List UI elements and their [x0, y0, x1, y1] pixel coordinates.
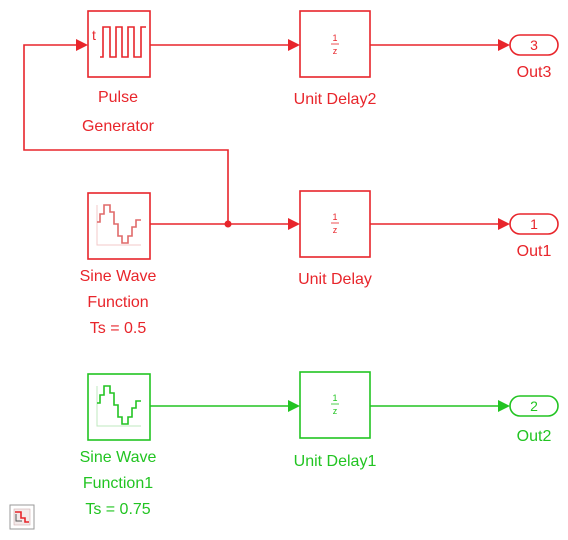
unit-delay1-box[interactable]	[299, 371, 371, 439]
unit-delay-label: Unit Delay	[298, 271, 372, 288]
sine-wave-function1-block[interactable]: Sine Wave Function1 Ts = 0.75	[80, 373, 157, 518]
arrowheads-red	[76, 39, 510, 230]
pulse-generator-block[interactable]: t Pulse Generator	[82, 10, 155, 135]
pulse-train-icon: t	[92, 26, 146, 58]
arrow-into-unit-delay	[288, 218, 300, 230]
signal-lines-red	[23, 44, 500, 225]
unit-delay-denominator: z	[333, 225, 338, 235]
outport-out2-number: 2	[530, 398, 538, 414]
arrow-into-out2	[498, 400, 510, 412]
unit-delay-box[interactable]	[299, 190, 371, 258]
sine-wave-function1-label-line1: Sine Wave	[80, 449, 157, 466]
outport-out3-label: Out3	[517, 64, 552, 81]
sine-wave-function-box[interactable]	[87, 192, 151, 260]
unit-delay2-block[interactable]: 1 z Unit Delay2	[294, 10, 377, 108]
sine-wave-function-block[interactable]: Sine Wave Function Ts = 0.5	[80, 192, 157, 337]
pulse-generator-label-line2: Generator	[82, 118, 155, 135]
unit-delay2-label: Unit Delay2	[294, 91, 377, 108]
outport-out3-shape[interactable]	[509, 34, 559, 56]
signal-branch-to-pulse-generator[interactable]	[23, 44, 229, 224]
arrow-into-unit-delay2	[288, 39, 300, 51]
unit-delay1-denominator: z	[333, 406, 338, 416]
pulse-generator-box[interactable]	[87, 10, 151, 78]
sine-wave-function-label-line2: Function	[87, 294, 148, 311]
pulse-generator-label-line1: Pulse	[98, 89, 138, 106]
unit-delay-block[interactable]: 1 z Unit Delay	[298, 190, 372, 288]
discrete-sine-icon	[96, 385, 141, 427]
arrow-into-pulse-generator	[76, 39, 88, 51]
unit-delay-numerator: 1	[332, 212, 337, 222]
discrete-sine-icon	[96, 204, 141, 246]
outport-out2[interactable]: 2 Out2	[509, 395, 559, 445]
unit-delay1-label: Unit Delay1	[294, 453, 377, 470]
outport-out1[interactable]: 1 Out1	[509, 213, 559, 260]
outport-out2-shape[interactable]	[509, 395, 559, 417]
branch-junction-dot	[224, 220, 232, 228]
unit-delay2-numerator: 1	[332, 33, 337, 43]
pulse-icon-t: t	[92, 27, 96, 43]
sine-wave-function-label-line3: Ts = 0.5	[90, 320, 147, 337]
outport-out1-shape[interactable]	[509, 213, 559, 235]
arrow-into-unit-delay1	[288, 400, 300, 412]
arrow-into-out1	[498, 218, 510, 230]
outport-out1-number: 1	[530, 216, 538, 232]
sample-time-badge-icon[interactable]	[9, 504, 35, 530]
outport-out2-label: Out2	[517, 428, 552, 445]
arrowheads-green	[288, 400, 510, 412]
outport-out1-label: Out1	[517, 243, 552, 260]
unit-delay1-block[interactable]: 1 z Unit Delay1	[294, 371, 377, 470]
unit-delay2-denominator: z	[333, 46, 338, 56]
arrow-into-out3	[498, 39, 510, 51]
sine-wave-function1-label-line2: Function1	[83, 475, 153, 492]
sine-wave-function-label-line1: Sine Wave	[80, 268, 157, 285]
outport-out3-number: 3	[530, 37, 538, 53]
sine-wave-function1-label-line3: Ts = 0.75	[85, 501, 150, 518]
unit-delay1-numerator: 1	[332, 393, 337, 403]
sine-wave-function1-box[interactable]	[87, 373, 151, 441]
outport-out3[interactable]: 3 Out3	[509, 34, 559, 81]
